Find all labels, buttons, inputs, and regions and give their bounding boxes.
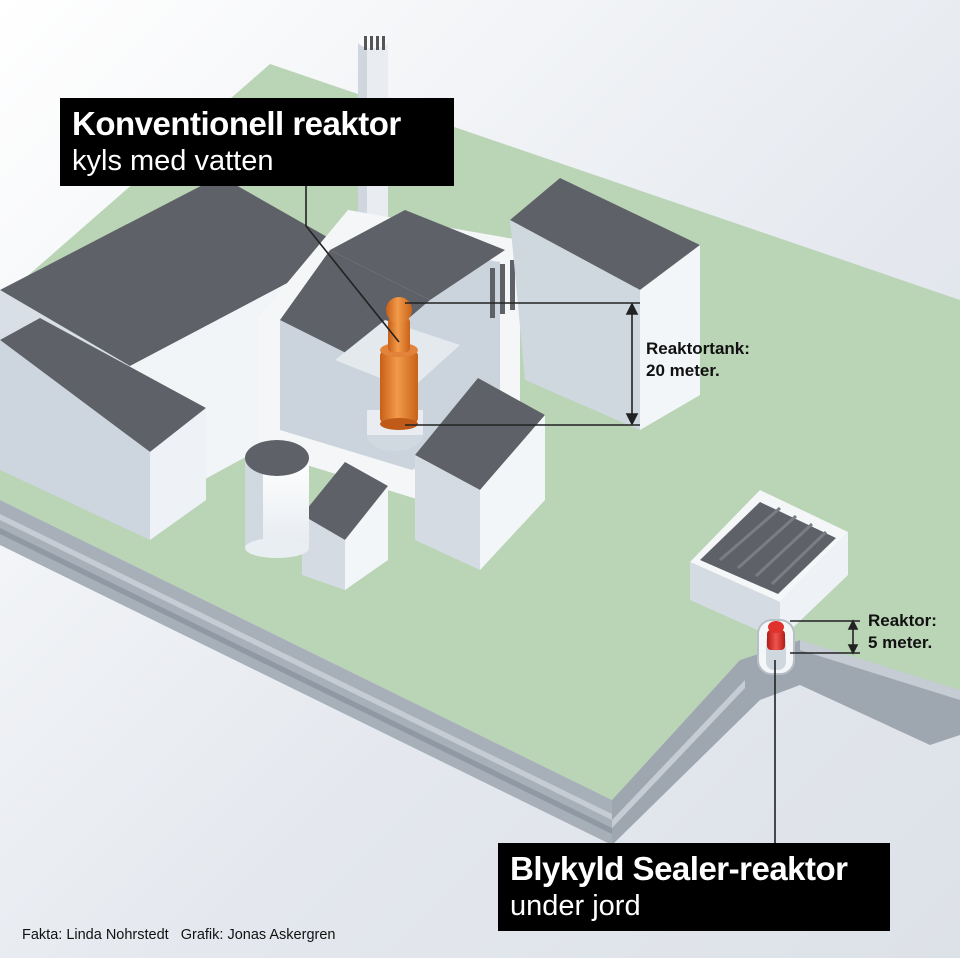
- dimension-tank-value: 20 meter.: [646, 361, 720, 380]
- dimension-label-reactor: Reaktor: 5 meter.: [868, 610, 937, 654]
- right-building: [510, 178, 700, 430]
- dimension-arrows: [625, 302, 859, 655]
- leader-conventional: [305, 186, 400, 343]
- credits: Fakta: Linda Nohrstedt Grafik: Jonas Ask…: [22, 927, 343, 943]
- front-building: [415, 378, 545, 570]
- callout-sealer-reactor: Blykyld Sealer-reaktor under jord: [498, 843, 890, 931]
- small-building: [302, 462, 388, 590]
- dimension-reactor-value: 5 meter.: [868, 633, 933, 652]
- callout-sealer-title: Blykyld Sealer-reaktor: [510, 850, 848, 887]
- low-building-left: [0, 318, 206, 540]
- leader-lines: [305, 186, 860, 843]
- callout-conventional-subtitle: kyls med vatten: [72, 145, 274, 177]
- conventional-reactor-icon: [380, 297, 418, 430]
- credits-graphics: Grafik: Jonas Askergren: [180, 927, 336, 943]
- dimension-label-tank: Reaktortank: 20 meter.: [646, 338, 750, 382]
- callout-conventional-title: Konventionell reaktor: [72, 105, 401, 142]
- sealer-reactor-icon: [767, 621, 785, 650]
- dimension-tank-label: Reaktortank:: [646, 339, 750, 358]
- callout-conventional-reactor: Konventionell reaktor kyls med vatten: [60, 98, 454, 186]
- callout-sealer-subtitle: under jord: [510, 890, 641, 922]
- sealer-building: [690, 490, 848, 675]
- dimension-reactor-label: Reaktor:: [868, 611, 937, 630]
- cylinder-tank: [245, 440, 309, 558]
- soil-right: [612, 640, 960, 845]
- credits-facts: Fakta: Linda Nohrstedt: [22, 927, 169, 943]
